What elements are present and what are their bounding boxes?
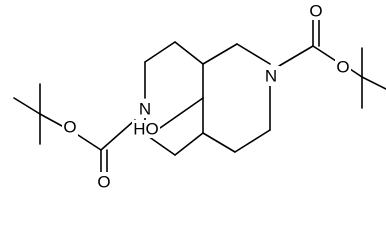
- bond: [174, 132, 204, 156]
- atom-background: [136, 100, 154, 118]
- bond: [174, 41, 204, 65]
- bond: [202, 43, 238, 65]
- bicyclic-core-bonds: [144, 41, 271, 156]
- bond: [236, 43, 271, 65]
- right-boc-bonds: [278, 19, 386, 109]
- atom-label-o-ester-right: O: [336, 58, 349, 77]
- atom-labels: N O O N HO O O: [62, 2, 351, 192]
- left-boc-bonds: [13, 83, 136, 173]
- bond: [202, 132, 236, 153]
- atom-o-carbonyl-right: O: [308, 2, 324, 21]
- atom-background: [335, 58, 351, 76]
- bond: [100, 119, 136, 151]
- bond: [144, 41, 176, 63]
- atom-o-ester-left: O: [62, 118, 78, 137]
- atom-background: [132, 120, 160, 138]
- atom-label-n-right: N: [265, 67, 277, 86]
- bond: [349, 68, 363, 78]
- bond: [77, 134, 102, 151]
- atom-background: [308, 2, 324, 20]
- atom-label-n-left: N: [139, 100, 151, 119]
- atom-label-o-ester-left: O: [63, 118, 76, 137]
- atom-background: [262, 66, 280, 86]
- bond: [361, 76, 386, 90]
- bond: [39, 113, 63, 127]
- atom-o-ester-right: O: [335, 58, 351, 77]
- atom-label-o-carbonyl-left: O: [97, 173, 110, 192]
- bond: [159, 97, 204, 129]
- atom-background: [96, 172, 112, 192]
- atom-n-right: N: [262, 66, 280, 86]
- bond: [278, 45, 314, 67]
- atom-label-hydroxyl: HO: [133, 120, 159, 139]
- bond: [13, 97, 41, 115]
- bond: [234, 129, 271, 153]
- structure-diagram: N O O N HO O O: [13, 2, 386, 192]
- atom-n-left: N: [136, 100, 154, 119]
- atom-label-o-carbonyl-right: O: [309, 2, 322, 21]
- atom-background: [62, 118, 78, 136]
- atom-hydroxyl: HO: [132, 120, 160, 139]
- bond: [312, 45, 337, 62]
- atom-o-carbonyl-left: O: [96, 172, 112, 192]
